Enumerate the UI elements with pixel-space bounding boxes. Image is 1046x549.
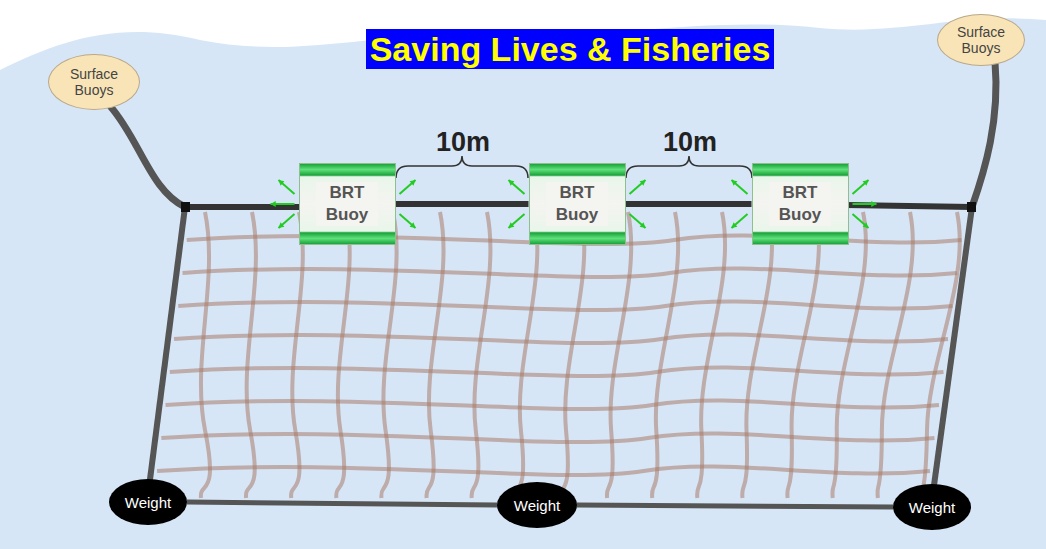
net-strand <box>426 212 443 498</box>
rope <box>972 62 996 207</box>
net-strand <box>877 212 912 498</box>
surface-buoy: Surface Buoys <box>937 14 1025 66</box>
rope <box>148 207 185 495</box>
light-ray <box>279 180 295 194</box>
net-strand <box>517 212 538 498</box>
rope-connector <box>187 502 497 505</box>
net-strand <box>697 212 725 498</box>
light-ray <box>853 180 869 194</box>
title: Saving Lives & Fisheries <box>366 29 775 69</box>
net-strand <box>742 212 772 498</box>
rope-line <box>187 502 497 505</box>
net-strand <box>652 212 678 498</box>
net-strand <box>161 433 934 442</box>
light-ray-head <box>410 180 416 186</box>
light-ray-head <box>410 222 416 228</box>
node-text: Weight <box>909 499 955 516</box>
net-strand <box>170 367 944 376</box>
water <box>0 18 1046 549</box>
rope-connector <box>577 505 893 507</box>
net-mesh <box>157 212 961 498</box>
net-weight: Weight <box>109 479 187 525</box>
net-strand <box>178 301 952 310</box>
light-ray <box>630 180 646 194</box>
light-ray-head <box>279 180 285 186</box>
node-text: Weight <box>125 494 171 511</box>
dimension-label: 10m <box>436 127 490 158</box>
node-text: BRT Buoy <box>316 182 378 226</box>
light-ray-head <box>271 201 276 207</box>
light-ray-head <box>509 180 515 186</box>
light-ray <box>732 180 748 194</box>
node-text: Surface Buoys <box>951 24 1011 56</box>
net-strand <box>336 212 350 498</box>
rope-end <box>967 202 976 212</box>
light-ray-head <box>640 222 646 228</box>
net-strand <box>291 212 303 498</box>
headline-rope <box>846 205 972 207</box>
light-ray <box>279 214 295 228</box>
rope-line <box>626 201 752 207</box>
dimension-brace <box>396 156 528 178</box>
rope <box>932 207 972 500</box>
net-strand <box>157 466 930 475</box>
light-ray-head <box>732 222 738 228</box>
brt-buoy: BRT Buoy <box>299 163 396 245</box>
light-ray-head <box>871 201 876 207</box>
light-ray-head <box>732 180 738 186</box>
net-strand <box>832 212 866 498</box>
light-ray <box>732 214 748 228</box>
brt-buoy: BRT Buoy <box>752 163 849 245</box>
net-strand <box>174 334 948 343</box>
node-text: BRT Buoy <box>769 182 831 226</box>
light-ray-head <box>279 222 285 228</box>
light-ray-head <box>863 222 869 228</box>
light-ray-head <box>640 180 646 186</box>
net-strand <box>381 212 396 498</box>
rope-connector <box>396 204 529 205</box>
light-ray <box>630 214 646 228</box>
net-strand <box>183 268 957 277</box>
net-strand <box>787 212 819 498</box>
net-strand <box>246 212 256 498</box>
net-weight: Weight <box>497 482 577 528</box>
rope <box>110 106 185 207</box>
rope-connector <box>626 204 752 205</box>
net-weight: Weight <box>893 484 971 530</box>
light-ray <box>853 214 869 228</box>
light-ray <box>400 214 416 228</box>
light-ray <box>509 214 525 228</box>
rope-line <box>577 505 893 507</box>
net-strand <box>201 212 210 498</box>
node-text: BRT Buoy <box>546 182 608 226</box>
light-ray <box>400 180 416 194</box>
dimension-brace <box>626 156 752 178</box>
net-strand <box>472 212 491 498</box>
surface-buoy: Surface Buoys <box>48 54 140 110</box>
dimension-label: 10m <box>663 127 717 158</box>
headline-rope <box>185 204 300 210</box>
net-strand <box>562 212 585 498</box>
net-strand <box>166 400 939 409</box>
light-rays <box>271 180 877 228</box>
rope-line <box>396 201 529 207</box>
light-ray <box>509 180 525 194</box>
rope-end <box>181 202 190 212</box>
node-text: Surface Buoys <box>64 66 124 98</box>
brt-buoy: BRT Buoy <box>529 163 626 245</box>
light-ray-head <box>863 180 869 186</box>
node-text: Weight <box>514 497 560 514</box>
light-ray-head <box>509 222 515 228</box>
net-strand <box>607 212 631 498</box>
